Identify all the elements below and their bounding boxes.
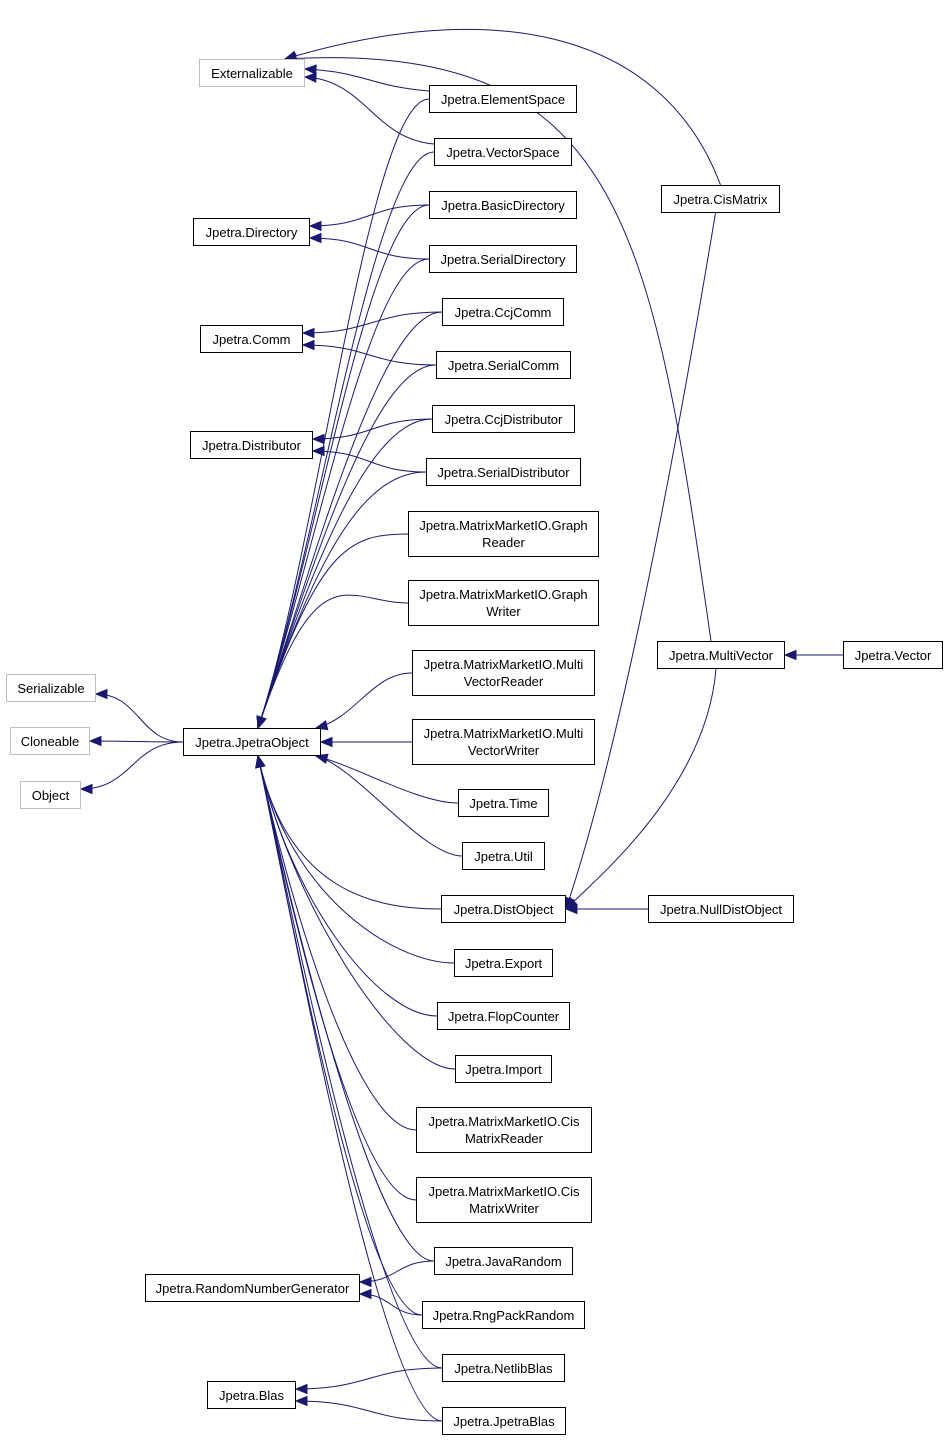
arrowhead-serial_directory-to-directory <box>308 232 322 244</box>
node-object[interactable]: Object <box>20 781 81 809</box>
node-graph-writer[interactable]: Jpetra.MatrixMarketIO.Graph Writer <box>408 580 599 626</box>
edge-multi_vector-to-externalizable <box>284 57 712 642</box>
node-export[interactable]: Jpetra.Export <box>454 949 553 977</box>
arrowhead-element_space-to-externalizable <box>303 64 317 75</box>
node-multi-vector-writer[interactable]: Jpetra.MatrixMarketIO.Multi VectorWriter <box>412 719 595 765</box>
arrowhead-jpetra_object-to-object <box>79 783 93 795</box>
arrowhead-java_random-to-random_number_generator <box>358 1276 372 1288</box>
node-vector[interactable]: Jpetra.Vector <box>843 641 943 669</box>
node-graph-reader[interactable]: Jpetra.MatrixMarketIO.Graph Reader <box>408 511 599 557</box>
node-ccj-comm[interactable]: Jpetra.CcjComm <box>442 298 564 326</box>
edge-graph_reader-to-jpetra_object <box>257 533 409 729</box>
node-dist-object[interactable]: Jpetra.DistObject <box>441 895 566 923</box>
arrowhead-vector-to-multi_vector <box>783 649 797 661</box>
edge-multi_vector-to-dist_object <box>565 668 717 910</box>
edge-vector_space-to-jpetra_object <box>257 151 435 729</box>
node-serial-directory[interactable]: Jpetra.SerialDirectory <box>429 245 577 273</box>
node-comm[interactable]: Jpetra.Comm <box>200 325 303 353</box>
arrowhead-netlib_blas-to-blas <box>294 1383 308 1395</box>
edge-ccj_comm-to-comm <box>302 311 443 334</box>
node-distributor[interactable]: Jpetra.Distributor <box>190 431 313 459</box>
node-externalizable[interactable]: Externalizable <box>199 59 305 87</box>
arrowhead-ccj_distributor-to-distributor <box>311 433 325 445</box>
node-jpetra-blas[interactable]: Jpetra.JpetraBlas <box>442 1407 566 1435</box>
node-ccj-distributor[interactable]: Jpetra.CcjDistributor <box>432 405 575 433</box>
node-util[interactable]: Jpetra.Util <box>462 842 545 870</box>
edge-element_space-to-externalizable <box>304 68 430 92</box>
arrowhead-rng_pack_random-to-random_number_generator <box>358 1288 372 1300</box>
node-serial-distributor[interactable]: Jpetra.SerialDistributor <box>426 458 581 486</box>
node-multi-vector[interactable]: Jpetra.MultiVector <box>657 641 785 669</box>
edge-multi_vector_reader-to-jpetra_object <box>315 672 413 729</box>
edge-export-to-jpetra_object <box>257 755 455 964</box>
edge-jpetra_blas-to-jpetra_object <box>257 755 443 1422</box>
edge-element_space-to-jpetra_object <box>257 98 430 729</box>
edge-cis_matrix-to-externalizable <box>284 28 721 186</box>
arrowhead-jpetra_object-to-serializable <box>94 688 108 700</box>
arrowhead-serial_distributor-to-distributor <box>311 445 325 457</box>
arrowhead-util-to-jpetra_object <box>314 753 329 764</box>
arrowhead-null_dist_object-to-dist_object <box>564 903 578 915</box>
node-vector-space[interactable]: Jpetra.VectorSpace <box>434 138 572 166</box>
node-jpetra-object[interactable]: Jpetra.JpetraObject <box>183 728 321 756</box>
node-basic-directory[interactable]: Jpetra.BasicDirectory <box>429 191 577 219</box>
node-random-number-generator[interactable]: Jpetra.RandomNumberGenerator <box>145 1274 360 1302</box>
node-import[interactable]: Jpetra.Import <box>455 1055 552 1083</box>
edge-cis_matrix_reader-to-jpetra_object <box>257 755 417 1131</box>
node-cloneable[interactable]: Cloneable <box>10 727 90 755</box>
edge-serial_comm-to-comm <box>302 344 437 366</box>
edge-jpetra_blas-to-blas <box>295 1400 443 1422</box>
arrowhead-vector_space-to-externalizable <box>303 72 317 83</box>
arrowhead-jpetra_object-to-cloneable <box>88 735 102 747</box>
node-cis-matrix-reader[interactable]: Jpetra.MatrixMarketIO.Cis MatrixReader <box>416 1107 592 1153</box>
edge-basic_directory-to-jpetra_object <box>257 204 430 729</box>
arrowhead-multi_vector_writer-to-jpetra_object <box>319 736 333 748</box>
node-blas[interactable]: Jpetra.Blas <box>207 1381 296 1409</box>
edge-serial_distributor-to-distributor <box>312 450 427 473</box>
edge-basic_directory-to-directory <box>309 204 430 227</box>
arrowhead-ccj_comm-to-comm <box>301 327 315 339</box>
edge-jpetra_object-to-serializable <box>95 693 184 743</box>
arrowhead-jpetra_blas-to-jpetra_object <box>255 754 266 769</box>
node-rng-pack-random[interactable]: Jpetra.RngPackRandom <box>422 1301 585 1329</box>
node-multi-vector-reader[interactable]: Jpetra.MatrixMarketIO.Multi VectorReader <box>412 650 595 696</box>
edge-rng_pack_random-to-jpetra_object <box>257 755 423 1316</box>
node-cis-matrix[interactable]: Jpetra.CisMatrix <box>661 185 780 213</box>
edge-dist_object-to-jpetra_object <box>257 755 442 910</box>
arrowhead-basic_directory-to-directory <box>308 220 322 232</box>
edge-util-to-jpetra_object <box>315 755 463 857</box>
node-netlib-blas[interactable]: Jpetra.NetlibBlas <box>442 1354 565 1382</box>
edge-serial_directory-to-directory <box>309 237 430 260</box>
node-null-dist-object[interactable]: Jpetra.NullDistObject <box>648 895 794 923</box>
edge-time-to-jpetra_object <box>315 755 459 804</box>
edge-java_random-to-jpetra_object <box>257 755 435 1262</box>
edge-ccj_comm-to-jpetra_object <box>257 311 443 729</box>
node-directory[interactable]: Jpetra.Directory <box>193 218 310 246</box>
node-flop-counter[interactable]: Jpetra.FlopCounter <box>437 1002 570 1030</box>
arrowhead-graph_writer-to-jpetra_object <box>256 715 267 730</box>
node-element-space[interactable]: Jpetra.ElementSpace <box>429 85 577 113</box>
edge-jpetra_object-to-cloneable <box>89 740 184 743</box>
node-serial-comm[interactable]: Jpetra.SerialComm <box>436 351 571 379</box>
edge-serial_comm-to-jpetra_object <box>257 364 437 729</box>
arrowhead-multi_vector_reader-to-jpetra_object <box>314 720 329 731</box>
edge-serial_distributor-to-jpetra_object <box>257 471 427 729</box>
node-serializable[interactable]: Serializable <box>6 674 96 702</box>
edge-ccj_distributor-to-jpetra_object <box>257 418 433 729</box>
node-cis-matrix-writer[interactable]: Jpetra.MatrixMarketIO.Cis MatrixWriter <box>416 1177 592 1223</box>
arrowhead-jpetra_blas-to-blas <box>294 1395 308 1407</box>
edge-vector_space-to-externalizable <box>304 76 435 145</box>
arrowhead-serial_comm-to-comm <box>301 339 315 351</box>
node-java-random[interactable]: Jpetra.JavaRandom <box>434 1247 573 1275</box>
edge-jpetra_object-to-object <box>80 741 184 790</box>
edge-serial_directory-to-jpetra_object <box>257 258 430 729</box>
edge-netlib_blas-to-jpetra_object <box>257 755 443 1369</box>
edge-graph_writer-to-jpetra_object <box>257 594 409 729</box>
edge-cis_matrix-to-dist_object <box>565 212 716 910</box>
node-time[interactable]: Jpetra.Time <box>458 789 549 817</box>
edge-import-to-jpetra_object <box>257 755 456 1070</box>
edge-netlib_blas-to-blas <box>295 1367 443 1390</box>
